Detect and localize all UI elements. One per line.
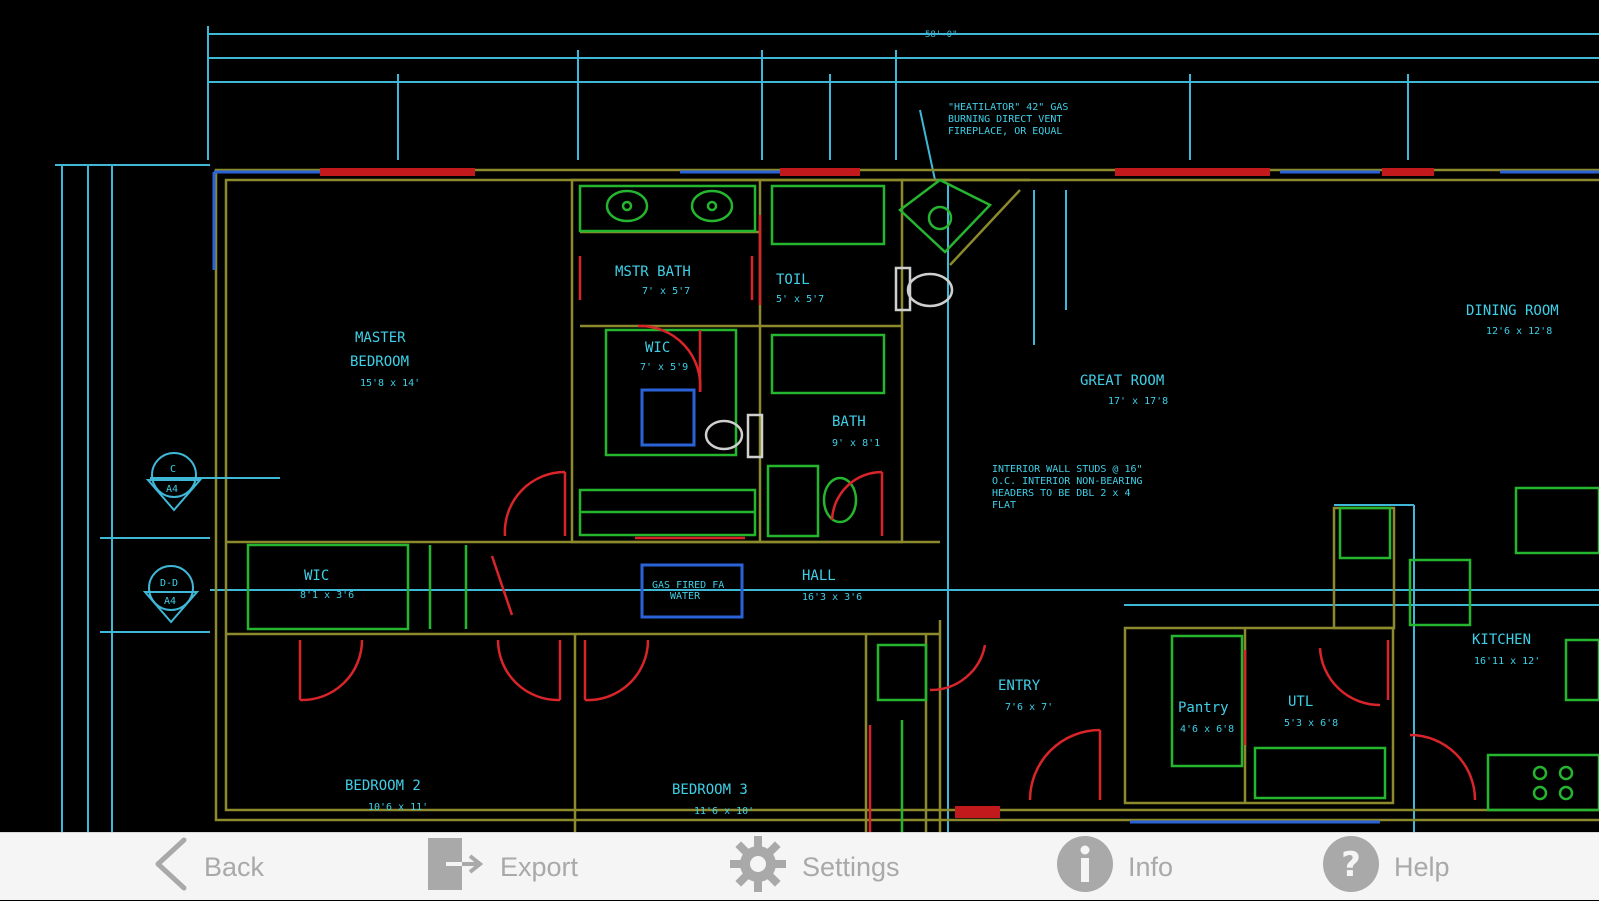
export-label: Export <box>500 851 579 882</box>
section-markers: C A4 D-D A4 <box>142 452 280 624</box>
settings-button[interactable]: Settings <box>728 833 900 901</box>
chevron-left-icon <box>150 836 190 899</box>
help-label: Help <box>1394 851 1450 882</box>
room-label-bath: BATH <box>832 414 866 430</box>
room-label-great-room: GREAT ROOM <box>1080 373 1164 389</box>
export-icon <box>426 836 486 899</box>
room-size-wic-top: 7' x 5'9 <box>640 362 688 373</box>
room-size-wic-bottom: 8'1 x 3'6 <box>300 590 354 601</box>
svg-text:?: ? <box>1341 845 1361 885</box>
note-studs-2: O.C. INTERIOR NON-BEARING <box>992 476 1143 487</box>
note-furnace-2: WATER <box>670 591 701 602</box>
note-studs-1: INTERIOR WALL STUDS @ 16" <box>992 464 1143 475</box>
room-label-entry: ENTRY <box>998 678 1041 694</box>
floor-plan-drawing: 58'-0" <box>55 26 1599 832</box>
overall-dimension: 58'-0" <box>925 30 958 40</box>
room-label-pantry: Pantry <box>1178 700 1229 716</box>
drawing-notes: "HEATILATOR" 42" GAS BURNING DIRECT VENT… <box>652 102 1143 602</box>
help-button[interactable]: ? Help <box>1322 833 1450 901</box>
export-button[interactable]: Export <box>426 833 578 901</box>
doors <box>298 215 1477 832</box>
note-fireplace-3: FIREPLACE, OR EQUAL <box>948 126 1062 137</box>
info-button[interactable]: Info <box>1056 833 1173 901</box>
room-labels: MASTER BEDROOM 15'8 x 14' MSTR BATH 7' x… <box>300 264 1559 817</box>
room-size-entry: 7'6 x 7' <box>1005 702 1053 713</box>
room-label-bedroom-3: BEDROOM 3 <box>672 782 748 798</box>
note-studs-4: FLAT <box>992 500 1016 511</box>
room-label-utl: UTL <box>1288 694 1313 710</box>
back-button[interactable]: Back <box>150 833 264 901</box>
room-label-mstr-bath: MSTR BATH <box>615 264 691 280</box>
room-label-bedroom-2: BEDROOM 2 <box>345 778 421 794</box>
section-marker-d-label: D-D <box>160 578 178 589</box>
room-size-mstr-bath: 7' x 5'7 <box>642 286 690 297</box>
exterior-walls <box>212 168 1599 824</box>
back-label: Back <box>204 851 265 882</box>
info-label: Info <box>1128 851 1174 882</box>
section-marker-d-sheet: A4 <box>164 596 176 607</box>
fixtures <box>246 178 1599 832</box>
dimension-lines: 58'-0" <box>55 26 1599 832</box>
room-size-bedroom-3: 11'6 x 10' <box>694 806 754 817</box>
bottom-toolbar: Back Export <box>0 832 1599 900</box>
room-size-kitchen: 16'11 x 12' <box>1474 656 1540 667</box>
section-marker-c-sheet: A4 <box>166 484 178 495</box>
room-label-hall: HALL <box>802 568 836 584</box>
room-size-hall: 16'3 x 3'6 <box>802 592 862 603</box>
room-size-master: 15'8 x 14' <box>360 378 420 389</box>
info-icon <box>1056 835 1114 900</box>
note-fireplace-1: "HEATILATOR" 42" GAS <box>948 102 1068 113</box>
note-studs-3: HEADERS TO BE DBL 2 x 4 <box>992 488 1130 499</box>
drawing-viewport[interactable]: 58'-0" <box>0 0 1599 832</box>
room-size-dining-room: 12'6 x 12'8 <box>1486 326 1552 337</box>
room-size-great-room: 17' x 17'8 <box>1108 396 1168 407</box>
room-size-toil: 5' x 5'7 <box>776 294 824 305</box>
help-icon: ? <box>1322 835 1380 900</box>
note-fireplace-2: BURNING DIRECT VENT <box>948 114 1062 125</box>
room-size-pantry: 4'6 x 6'8 <box>1180 724 1234 735</box>
room-size-bath: 9' x 8'1 <box>832 438 880 449</box>
room-label-toil: TOIL <box>776 272 810 288</box>
room-label-master: MASTER <box>355 330 406 346</box>
room-size-utl: 5'3 x 6'8 <box>1284 718 1338 729</box>
room-label-wic-top: WIC <box>645 340 670 356</box>
section-marker-c-label: C <box>170 464 176 475</box>
note-furnace-1: GAS FIRED FA <box>652 580 724 591</box>
room-size-bedroom-2: 10'6 x 11' <box>368 802 428 813</box>
room-label-wic-bottom: WIC <box>304 568 329 584</box>
room-label-master-2: BEDROOM <box>350 354 409 370</box>
settings-label: Settings <box>802 851 900 882</box>
room-label-dining-room: DINING ROOM <box>1466 303 1559 319</box>
room-label-kitchen: KITCHEN <box>1472 632 1531 648</box>
gear-icon <box>728 834 788 901</box>
